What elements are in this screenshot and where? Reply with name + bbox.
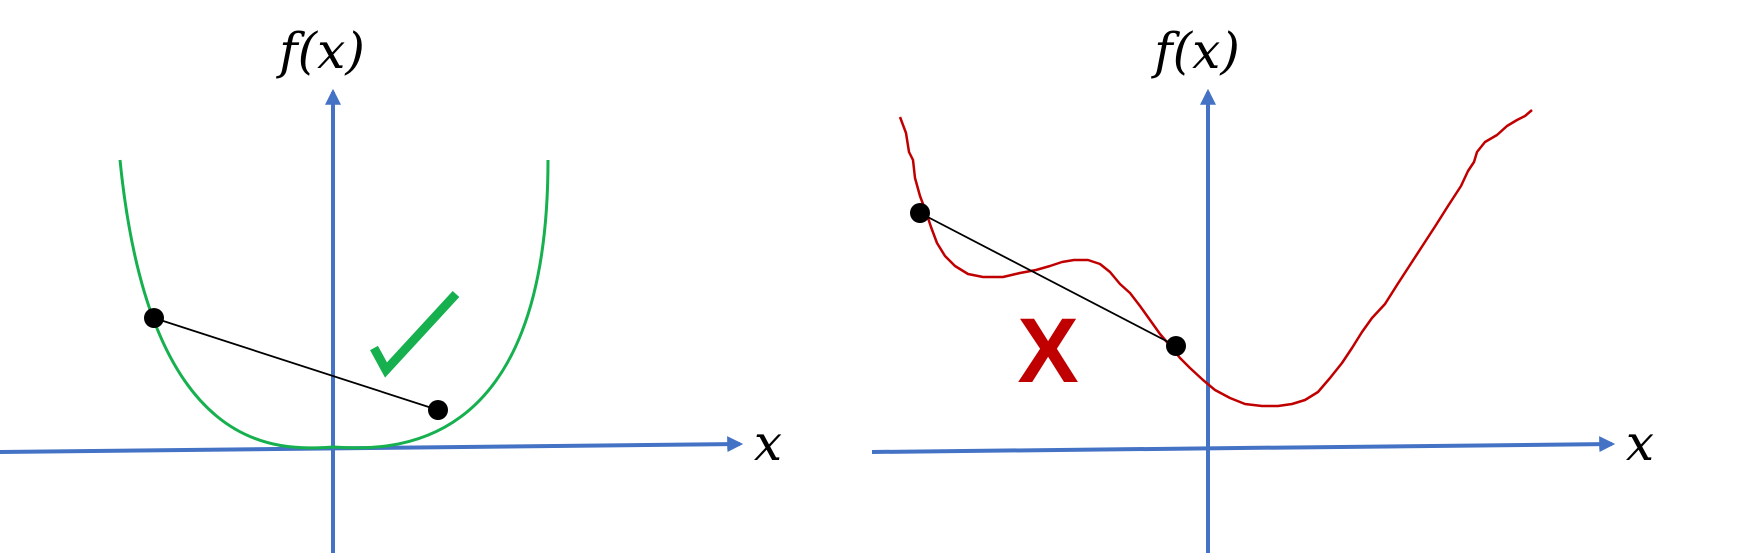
left-chord-point-b [428,400,448,420]
right-y-axis-label: f(x) [1150,22,1240,80]
right-x-axis [871,436,1616,454]
right-chord [919,212,1177,347]
left-chord-point-a [144,308,164,328]
right-diagram: X f(x) x [871,22,1654,553]
cross-mark: X [1017,300,1078,402]
right-chord-point-a [910,203,930,223]
right-chord-point-b [1166,336,1186,356]
left-convex-curve [118,159,550,450]
right-x-axis-label: x [1626,414,1654,472]
left-chord [153,317,439,411]
left-x-axis-label: x [754,414,782,472]
check-mark-icon [370,290,460,378]
right-nonconvex-curve [898,109,1533,408]
left-y-axis-label: f(x) [275,22,365,80]
left-diagram: f(x) x [0,22,782,553]
